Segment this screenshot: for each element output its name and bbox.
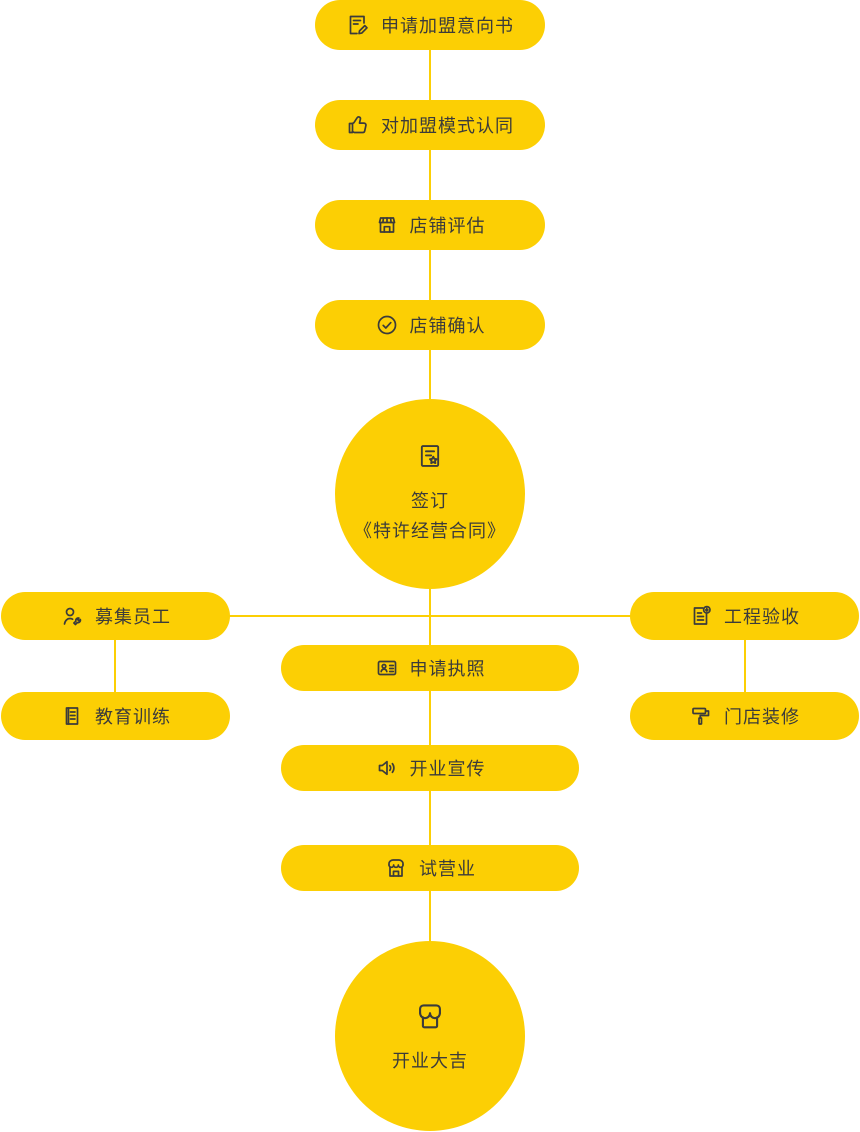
step-label: 募集员工 [95,607,171,627]
loudspeaker-icon [375,756,399,780]
step-label: 试营业 [419,859,476,879]
connector-left-vertical [114,616,116,694]
step-project-acceptance: 工程验收 [630,592,859,640]
step-label: 工程验收 [724,607,800,627]
shop-icon [384,856,408,880]
connector-right-vertical [744,616,746,694]
step-label: 开业大吉 [392,1051,468,1071]
step-label: 门店装修 [724,707,800,727]
step-label: 店铺确认 [409,316,486,336]
step-apply-intent-letter: 申请加盟意向书 [315,0,545,50]
step-store-decoration: 门店装修 [630,692,859,740]
step-label: 开业宣传 [409,759,486,779]
storefront-icon [375,213,399,237]
step-label: 申请执照 [409,659,486,679]
contract-label-line1: 签订 [411,491,449,511]
paint-roller-icon [689,704,713,728]
step-label: 签订 《特许经营合同》 [354,486,506,546]
step-label: 教育训练 [95,707,171,727]
inspection-document-icon [689,604,713,628]
step-education-training: 教育训练 [1,692,230,740]
step-opening-promotion: 开业宣传 [281,745,579,791]
training-document-icon [60,704,84,728]
step-store-confirmation: 店铺确认 [315,300,545,350]
recruit-person-wrench-icon [60,604,84,628]
step-grand-opening: 开业大吉 [335,941,525,1131]
license-card-icon [375,656,399,680]
step-agree-model: 对加盟模式认同 [315,100,545,150]
contract-label-line2: 《特许经营合同》 [354,521,506,541]
step-store-evaluation: 店铺评估 [315,200,545,250]
thumbs-up-icon [346,113,370,137]
document-edit-icon [346,13,370,37]
step-recruit-staff: 募集员工 [1,592,230,640]
step-apply-license: 申请执照 [281,645,579,691]
step-trial-operation: 试营业 [281,845,579,891]
contract-seal-icon [416,442,444,470]
check-circle-icon [375,313,399,337]
connector-branch-horizontal [114,615,746,617]
store-open-icon [413,999,447,1033]
step-label: 对加盟模式认同 [381,116,514,136]
step-label: 店铺评估 [409,216,486,236]
step-sign-contract: 签订 《特许经营合同》 [335,399,525,589]
step-label: 申请加盟意向书 [381,16,514,36]
